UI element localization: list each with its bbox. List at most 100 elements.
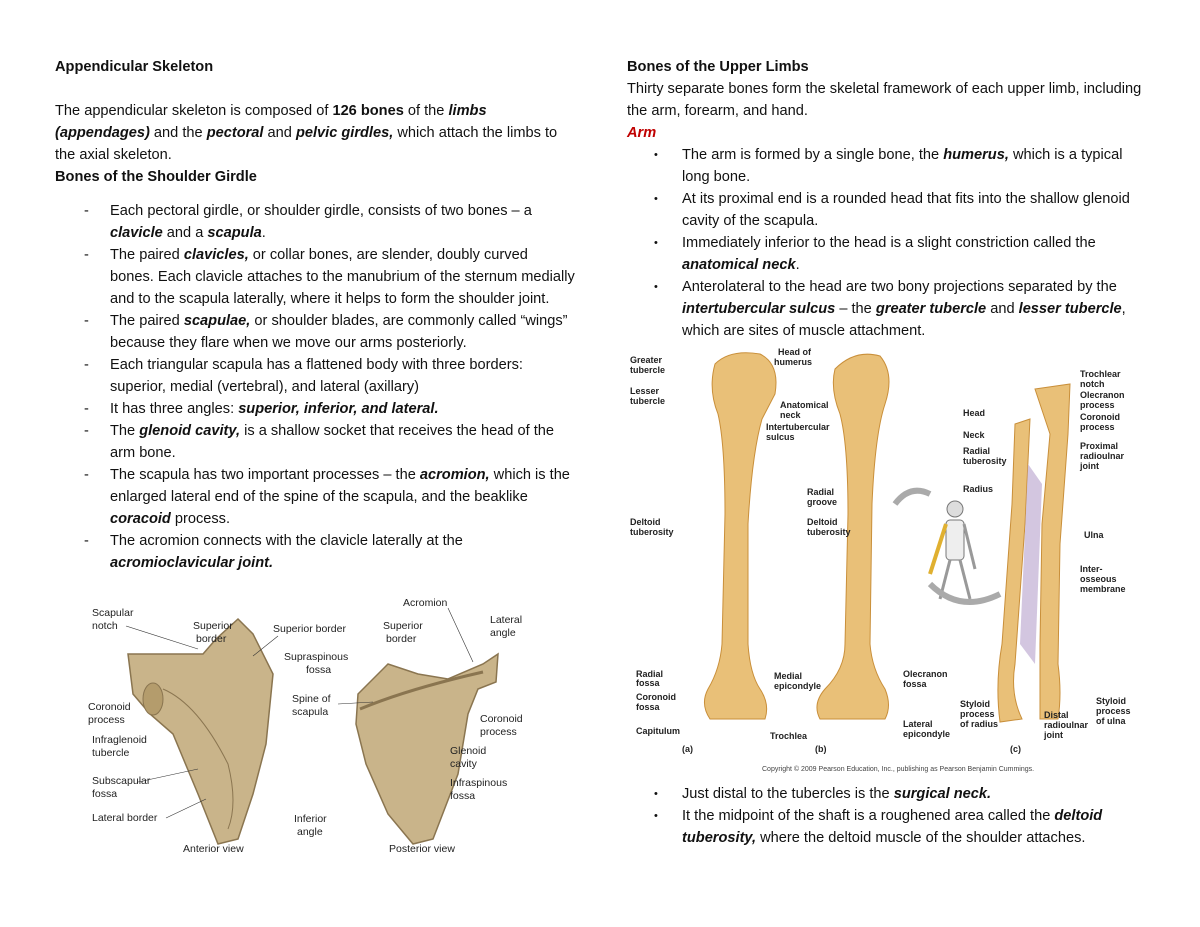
label-interosseous-3: membrane bbox=[1080, 584, 1126, 594]
dash-marker: - bbox=[84, 313, 89, 329]
label-trochlear-notch-1: Trochlear bbox=[1080, 369, 1121, 379]
intro-bold: 126 bones bbox=[332, 103, 404, 119]
list-item: -Each triangular scapula has a flattened… bbox=[55, 354, 575, 398]
list-item: •Just distal to the tubercles is the sur… bbox=[627, 783, 1152, 805]
arm-list: •The arm is formed by a single bone, the… bbox=[627, 144, 1152, 342]
label-greater-tubercle-1: Greater bbox=[630, 355, 663, 365]
label-head: Head bbox=[963, 408, 985, 418]
upper-limb-figure: Greater tubercle Lesser tubercle Head of… bbox=[630, 347, 1131, 773]
label-inferior-angle-1: Inferior bbox=[294, 813, 327, 825]
label-radial-tuberosity-1: Radial bbox=[963, 446, 990, 456]
intro-term: pelvic girdles, bbox=[295, 125, 394, 141]
label-ulna: Ulna bbox=[1084, 530, 1104, 540]
right-column: Bones of the Upper Limbs Thirty separate… bbox=[627, 56, 1152, 342]
item-text: is a shallow socket that receives the he… bbox=[110, 423, 554, 461]
arrow-to-forearm bbox=[927, 581, 1002, 605]
label-styloid-radius-3: of radius bbox=[960, 719, 998, 729]
label-superior-border-a-1: Superior bbox=[193, 620, 233, 632]
label-infraspinous-2: fossa bbox=[450, 790, 475, 802]
upper-limb-intro: Thirty separate bones form the skeletal … bbox=[627, 81, 1142, 119]
label-capitulum: Capitulum bbox=[636, 726, 680, 736]
list-item: •At its proximal end is a rounded head t… bbox=[627, 188, 1152, 232]
label-interosseous-2: osseous bbox=[1080, 574, 1117, 584]
label-supraspinous-1: Supraspinous bbox=[284, 651, 348, 663]
list-item: - The acromion connects with the clavicle… bbox=[55, 530, 575, 574]
label-lateral-angle-2: angle bbox=[490, 627, 516, 639]
label-olecranon-process-2: process bbox=[1080, 400, 1115, 410]
label-glenoid-1: Glenoid bbox=[450, 745, 486, 757]
label-superior-border-b-2: border bbox=[386, 633, 417, 645]
radius-shape bbox=[997, 418, 1031, 723]
label-coronoid-process-2: process bbox=[1080, 422, 1115, 432]
label-superior-border-a-2: border bbox=[196, 633, 227, 645]
item-term: lesser tubercle bbox=[1018, 301, 1122, 317]
leader-line bbox=[125, 625, 199, 650]
item-text: The scapula has two important processes … bbox=[110, 467, 420, 483]
item-text: At its proximal end is a rounded head th… bbox=[682, 191, 1130, 229]
item-term: humerus, bbox=[943, 147, 1009, 163]
label-infraglenoid-1: Infraglenoid bbox=[92, 734, 147, 746]
label-radius: Radius bbox=[963, 484, 993, 494]
section-title-appendicular: Appendicular Skeleton bbox=[55, 59, 214, 75]
label-radial-fossa-1: Radial bbox=[636, 669, 663, 679]
bullet-marker: • bbox=[654, 149, 658, 161]
label-spine-2: scapula bbox=[292, 706, 328, 718]
item-text: which is a typical long bone. bbox=[682, 147, 1123, 185]
label-scapular-notch-2: notch bbox=[92, 620, 118, 632]
label-distal-ru-2: radioulnar bbox=[1044, 720, 1089, 730]
mini-skeleton-icon bbox=[928, 500, 977, 600]
figure-copyright: Copyright © 2009 Pearson Education, Inc.… bbox=[762, 765, 1034, 773]
dash-marker: - bbox=[84, 357, 89, 373]
dash-marker: - bbox=[84, 203, 89, 219]
label-intertubercular-2: sulcus bbox=[766, 432, 795, 442]
dash-marker: - bbox=[84, 533, 89, 549]
label-styloid-ulna-3: of ulna bbox=[1096, 716, 1126, 726]
item-term: intertubercular sulcus bbox=[682, 301, 836, 317]
shaft-list: •Just distal to the tubercles is the sur… bbox=[627, 783, 1152, 849]
label-supraspinous-2: fossa bbox=[306, 664, 331, 676]
posterior-scapula-shape bbox=[355, 652, 499, 845]
scapula-figure: Scapular notch Superior border Superior … bbox=[88, 597, 523, 855]
item-text: . bbox=[261, 225, 266, 241]
item-text: and bbox=[986, 301, 1019, 317]
item-text: or collar bones, are slender, doubly cur… bbox=[110, 247, 575, 307]
humerus-posterior-shape bbox=[816, 353, 890, 720]
label-coronoid-process-1: Coronoid bbox=[1080, 412, 1120, 422]
label-trochlear-notch-2: notch bbox=[1080, 379, 1105, 389]
label-styloid-ulna-2: process bbox=[1096, 706, 1131, 716]
leader-line bbox=[165, 798, 207, 819]
label-panel-a: (a) bbox=[682, 744, 693, 754]
label-lateral-epicondyle-1: Lateral bbox=[903, 719, 933, 729]
item-text: It the midpoint of the shaft is a roughe… bbox=[682, 808, 1055, 824]
label-spine-1: Spine of bbox=[292, 693, 331, 705]
label-infraglenoid-2: tubercle bbox=[92, 747, 130, 759]
item-term: anatomical neck bbox=[682, 257, 796, 273]
item-text: – the bbox=[835, 301, 876, 317]
label-trochlea: Trochlea bbox=[770, 731, 808, 741]
intro-text: of the bbox=[403, 103, 449, 119]
label-panel-c: (c) bbox=[1010, 744, 1021, 754]
label-distal-ru-3: joint bbox=[1043, 730, 1063, 740]
label-head-humerus-2: humerus bbox=[774, 357, 812, 367]
label-anterior-view: Anterior view bbox=[183, 843, 244, 855]
item-text: process. bbox=[170, 511, 231, 527]
label-radial-tuberosity-2: tuberosity bbox=[963, 456, 1007, 466]
item-text: The bbox=[110, 423, 140, 439]
label-panel-b: (b) bbox=[815, 744, 827, 754]
label-coronoid-fossa-2: fossa bbox=[636, 702, 661, 712]
item-text: which is the enlarged lateral end of the… bbox=[110, 467, 570, 505]
label-coronoid-a-2: process bbox=[88, 714, 125, 726]
posterior-spine-ridge bbox=[359, 670, 484, 711]
anterior-scapula-shape bbox=[127, 617, 274, 845]
label-deltoid-a-2: tuberosity bbox=[630, 527, 674, 537]
item-term: superior, inferior, and lateral. bbox=[238, 401, 439, 417]
bullet-marker: • bbox=[654, 810, 658, 822]
item-text: The acromion connects with the clavicle … bbox=[110, 533, 463, 549]
intro-text: and bbox=[263, 125, 296, 141]
intro-text: and the bbox=[149, 125, 207, 141]
label-deltoid-a-1: Deltoid bbox=[630, 517, 661, 527]
list-item: •Immediately inferior to the head is a s… bbox=[627, 232, 1152, 276]
leader-line bbox=[252, 635, 279, 657]
label-anatomical-neck-1: Anatomical bbox=[780, 400, 829, 410]
label-radial-fossa-2: fossa bbox=[636, 678, 661, 688]
